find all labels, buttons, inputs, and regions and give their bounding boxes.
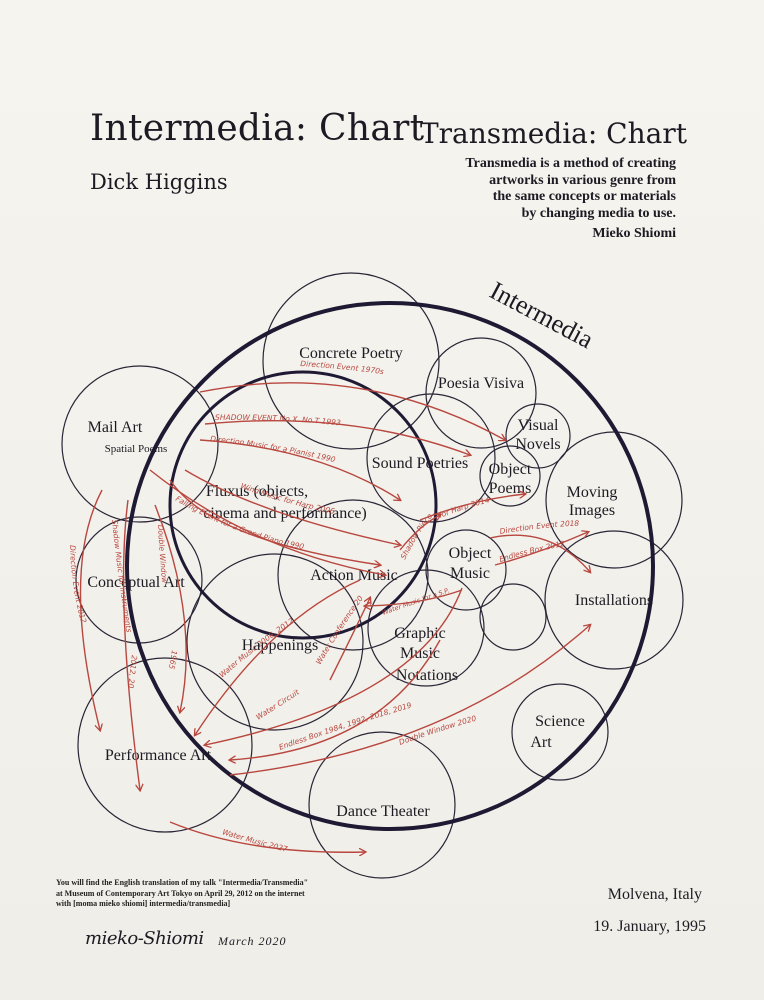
label-installations: Installations <box>575 592 653 609</box>
location: Molvena, Italy <box>607 886 702 903</box>
date: 19. January, 1995 <box>593 918 706 935</box>
arrow <box>365 589 463 606</box>
label-science-art-2: Art <box>530 734 552 751</box>
label-concrete-poetry: Concrete Poetry <box>299 345 403 362</box>
label-moving-images-1: Moving <box>567 484 618 501</box>
signature-date: March 2020 <box>218 934 287 948</box>
annotation: Water Circuit <box>254 687 301 722</box>
arrow <box>122 499 140 790</box>
label-object-music-2: Music <box>450 565 490 582</box>
label-object-poems-1: Object <box>489 461 532 478</box>
label-mail-art: Mail Art <box>88 419 143 436</box>
arrow <box>489 534 590 572</box>
label-graphic-music-3: Notations <box>396 667 458 684</box>
description-line: the same concepts or materials <box>492 189 676 204</box>
arrow <box>329 598 370 681</box>
circle-action-music <box>277 499 429 651</box>
circle-installations <box>544 530 684 670</box>
label-moving-images-2: Images <box>569 502 615 519</box>
annotation: Direction Event 2018 <box>499 519 579 536</box>
circle-intermedia <box>125 301 655 831</box>
arrow <box>199 439 400 500</box>
arrow <box>399 515 440 551</box>
circle-sound-poetries <box>366 393 496 523</box>
circle-science-art <box>511 683 609 781</box>
label-object-music-1: Object <box>449 545 492 562</box>
arrow <box>230 639 441 760</box>
annotation: Endless Box 1984, 1992, 2018, 2019 <box>278 701 413 752</box>
label-fluxus-2: cinema and performance) <box>203 505 366 522</box>
arrow <box>169 821 365 852</box>
intermedia-chart-title: Intermedia: Chart <box>90 108 425 149</box>
footnote-line: with [moma mieko shiomi] intermedia/tran… <box>56 899 231 908</box>
arrow <box>195 579 361 735</box>
label-poesia-visiva: Poesia Visiva <box>438 375 524 392</box>
label-science-art-1: Science <box>535 713 585 730</box>
arrow <box>199 382 505 440</box>
description-line: artworks in various genre from <box>489 172 676 188</box>
circle-dance-theater <box>308 731 456 879</box>
annotation: Endless Box 2012 <box>498 539 566 564</box>
transmedia-chart-title: Transmedia: Chart <box>420 117 687 150</box>
arrow <box>419 494 525 521</box>
annotation: 1965 <box>167 650 179 671</box>
circle-poesia-visiva <box>425 337 537 449</box>
arrow <box>229 625 590 776</box>
label-happenings: Happenings <box>242 637 318 654</box>
circle-graphic-music <box>367 569 485 687</box>
signature: mieko-Shiomi <box>85 928 204 949</box>
label-spatial-poems: Spatial Poems <box>105 443 168 455</box>
annotation: SHADOW EVENT No.X. No.T 1993 <box>215 413 342 428</box>
label-conceptual-art: Conceptual Art <box>87 574 185 591</box>
arrow <box>205 587 463 745</box>
label-action-music: Action Music <box>310 567 398 584</box>
transmedia-description: Transmedia is a method of creating artwo… <box>356 156 676 222</box>
circle-mail-art <box>61 365 219 523</box>
circle-performance-art <box>77 657 253 833</box>
description-line: by changing media to use. <box>521 205 676 221</box>
label-visual-novels-2: Novels <box>515 436 560 453</box>
annotation: for Harp 2014 <box>437 495 490 519</box>
circle-fluxus <box>168 370 438 640</box>
arrow <box>154 504 187 712</box>
label-visual-novels-1: Visual <box>518 417 559 434</box>
label-graphic-music-1: Graphic <box>394 625 446 642</box>
description-line: Transmedia is a method of creating <box>465 156 676 171</box>
circle-moving-images <box>545 431 683 569</box>
label-graphic-music-2: Music <box>400 645 440 662</box>
arrow <box>494 532 588 566</box>
arrow <box>149 469 385 575</box>
arrow <box>79 489 102 730</box>
circle-object-poems <box>479 445 541 507</box>
footnote-line: at Museum of Contemporary Art Tokyo on A… <box>56 888 305 898</box>
author-mieko-shiomi: Mieko Shiomi <box>592 226 676 241</box>
author-dick-higgins: Dick Higgins <box>90 170 228 194</box>
arrow <box>169 479 380 565</box>
label-fluxus-1: Fluxus (objects, <box>206 483 308 500</box>
circle-happenings <box>186 553 364 731</box>
circle-concrete-poetry <box>262 272 440 450</box>
annotation: Direction Event 2012 <box>68 545 88 624</box>
annotation: Direction Music for a Pianist 1990 <box>210 434 337 464</box>
translation-footnote: You will find the English translation of… <box>56 878 356 910</box>
label-dance-theater: Dance Theater <box>336 803 430 820</box>
label-performance-art: Performance Art <box>105 747 212 764</box>
arrow <box>204 419 470 455</box>
label-sound-poetries: Sound Poetries <box>372 455 468 472</box>
arrow <box>184 469 400 545</box>
footnote-line: You will find the English translation of… <box>56 878 309 887</box>
circle-small-right <box>479 583 547 651</box>
annotation: Double Window 2020 <box>398 714 478 747</box>
